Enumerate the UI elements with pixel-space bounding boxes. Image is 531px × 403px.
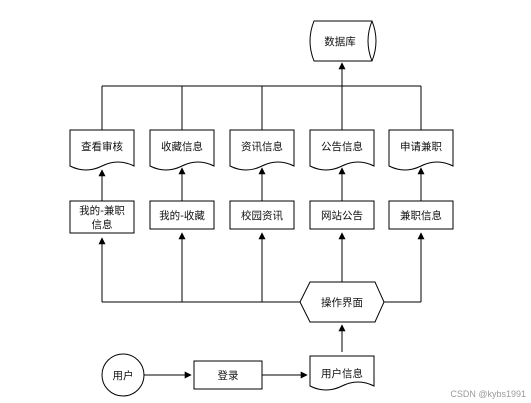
- document-notice-label: 公告信息: [321, 140, 363, 153]
- module-site-notice: 网站公告: [309, 200, 375, 230]
- module-my-job-line2: 信息: [92, 218, 113, 231]
- module-campus-news-label: 校园资讯: [241, 209, 283, 222]
- module-campus-news: 校园资讯: [229, 200, 295, 230]
- user-info-label: 用户信息: [321, 367, 363, 380]
- document-review: 查看审核: [69, 129, 135, 171]
- document-apply-label: 申请兼职: [400, 140, 442, 153]
- document-apply: 申请兼职: [388, 129, 454, 171]
- login-node: 登录: [193, 360, 263, 390]
- module-my-job-line1: 我的-兼职: [79, 204, 125, 217]
- watermark-text: CSDN @kybs1991: [450, 389, 526, 399]
- bottom-bus: [98, 232, 425, 303]
- document-notice: 公告信息: [309, 129, 375, 171]
- module-my-fav: 我的-收藏: [149, 200, 215, 230]
- database-label: 数据库: [324, 35, 356, 48]
- database-node: 数据库: [309, 20, 377, 62]
- top-bus: [101, 62, 422, 130]
- module-job-info-label: 兼职信息: [400, 209, 442, 222]
- document-favorites: 收藏信息: [149, 129, 215, 171]
- module-site-notice-label: 网站公告: [321, 209, 363, 222]
- user-node: 用户: [101, 353, 145, 397]
- document-news-label: 资讯信息: [241, 140, 283, 153]
- module-my-job: 我的-兼职 信息: [69, 200, 135, 234]
- module-to-document-arrows: [98, 167, 425, 201]
- operation-ui-node: 操作界面: [299, 281, 385, 323]
- module-job-info: 兼职信息: [388, 200, 454, 230]
- login-label: 登录: [218, 369, 239, 382]
- module-my-fav-label: 我的-收藏: [159, 209, 205, 222]
- document-review-label: 查看审核: [81, 140, 123, 153]
- operation-ui-label: 操作界面: [321, 296, 363, 309]
- document-news: 资讯信息: [229, 129, 295, 171]
- user-label: 用户: [113, 369, 134, 382]
- document-favorites-label: 收藏信息: [161, 140, 203, 153]
- user-info-node: 用户信息: [309, 355, 375, 391]
